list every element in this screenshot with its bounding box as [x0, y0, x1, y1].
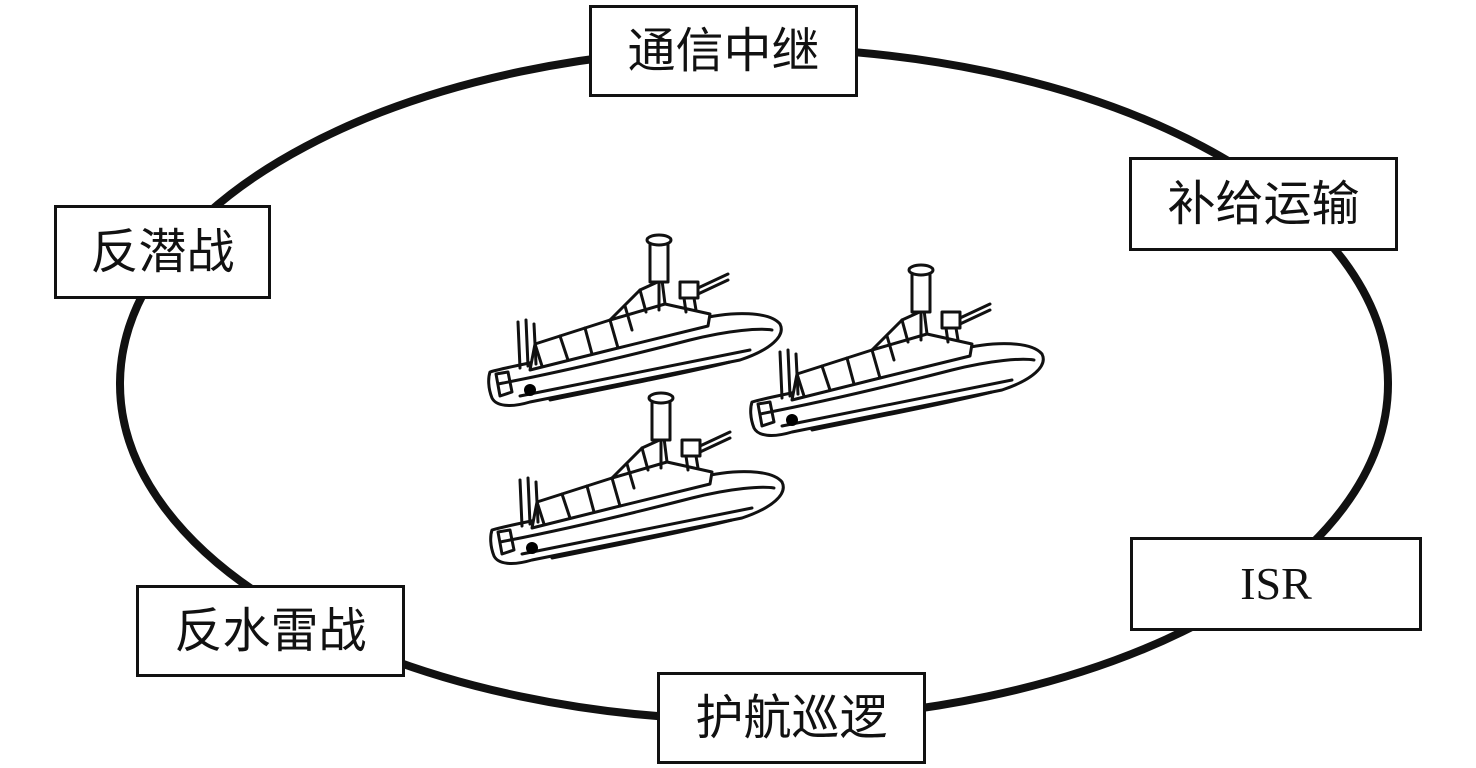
usv-boat-icon-2: [749, 263, 1045, 437]
role-isr-text: ISR: [1240, 558, 1312, 609]
usv-boat-icon-1: [487, 233, 783, 407]
role-comm-relay-text: 通信中继: [627, 23, 820, 79]
role-asw-text: 反潜战: [90, 224, 235, 280]
role-isr-label: ISR: [1130, 537, 1422, 631]
role-escort-patrol-text: 护航巡逻: [695, 690, 888, 746]
role-escort-patrol-label: 护航巡逻: [657, 672, 926, 764]
role-mine-countermeasure-label: 反水雷战: [136, 585, 405, 677]
role-mine-countermeasure-text: 反水雷战: [174, 603, 367, 659]
role-supply-transport-label: 补给运输: [1129, 157, 1398, 251]
role-asw-label: 反潜战: [54, 205, 271, 299]
role-comm-relay-label: 通信中继: [589, 5, 858, 97]
role-supply-transport-text: 补给运输: [1167, 176, 1360, 232]
usv-boat-icon-3: [489, 391, 785, 565]
